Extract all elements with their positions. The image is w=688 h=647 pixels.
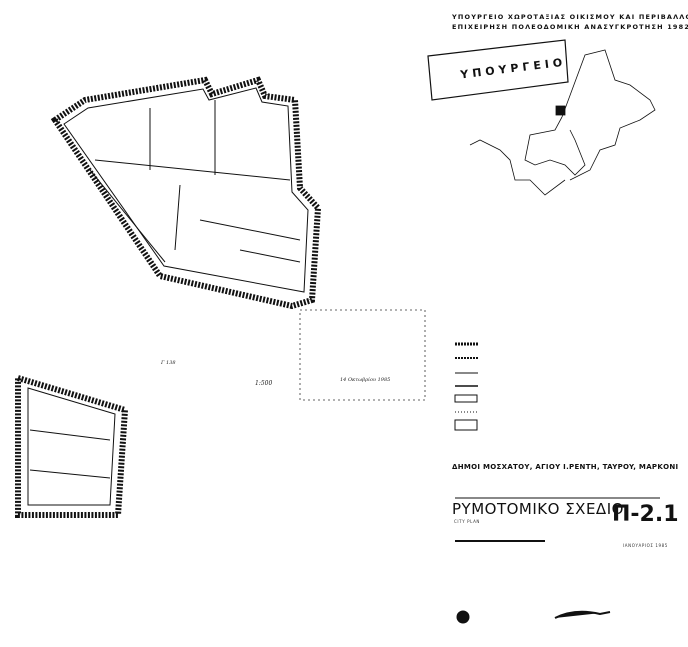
plan-code: Π-2.1 [612, 502, 679, 527]
legend-symbols [454, 342, 478, 431]
block-label: Γ 138 [161, 360, 176, 366]
annotation-box [299, 309, 426, 401]
stamp-frame [427, 39, 569, 101]
secondary-building-block [15, 373, 129, 518]
plan-title: ΡΥΜΟΤΟΜΙΚΟ ΣΧΕΔΙΟ [452, 500, 624, 518]
plan-subtitle: CITY PLAN [454, 519, 480, 524]
main-building-block [50, 76, 322, 310]
ministry-title: ΥΠΟΥΡΓΕΙΟ ΧΩΡΟΤΑΞΙΑΣ ΟΙΚΙΣΜΟΥ ΚΑΙ ΠΕΡΙΒΑ… [452, 13, 688, 21]
municipalities-title: ΔΗΜΟΙ ΜΟΣΧΑΤΟΥ, ΑΓΙΟΥ I.PENTH, TAYPOY, Μ… [452, 463, 679, 471]
office-logo [456, 610, 611, 624]
plan-date: ΙΑΝΟΥΑΡΙΟΣ 1985 [623, 543, 668, 548]
location-map [469, 49, 656, 196]
program-title: ΕΠΙΧΕΙΡΗΣΗ ΠΟΛΕΟΔΟΜΙΚΗ ΑΝΑΣΥΓΚΡΟΤΗΣΗ 198… [452, 23, 688, 31]
scale-note: 1:500 [255, 380, 273, 387]
handwritten-date: 14 Οκτωβρίου 1985 [340, 377, 391, 383]
